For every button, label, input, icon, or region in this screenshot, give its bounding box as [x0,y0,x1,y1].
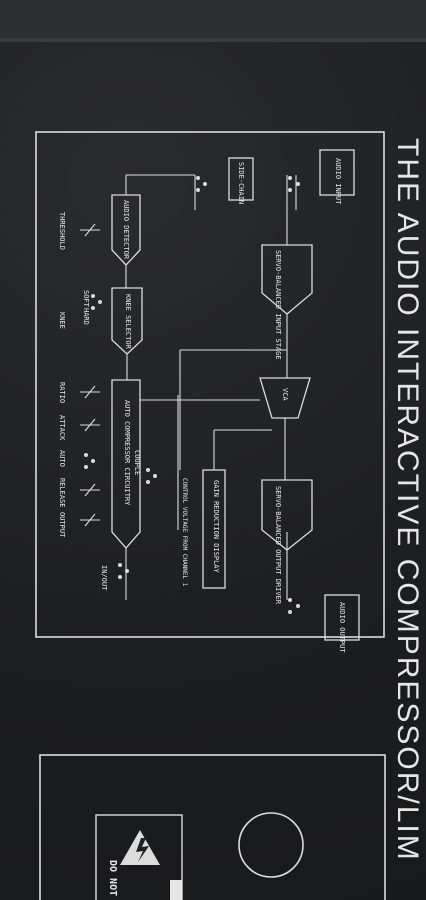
audio-output-box [324,594,360,641]
hard-label: HARD [82,308,90,325]
auto-compressor-block [111,379,141,549]
ratio-label: RATIO [58,382,66,403]
chassis-lip [0,38,426,42]
panel-header: THE AUDIO INTERACTIVE COMPRESSOR/LIM [391,138,424,862]
inout-label: IN/OUT [100,565,108,591]
control-labels: THRESHOLD KNEE SOFT HARD RATIO ATTACK AU… [58,212,188,591]
threshold-label: THRESHOLD [58,212,66,250]
servo-input-label: SERVO-BALANCED INPUT STAGE [274,250,282,360]
side-chain-box [228,157,254,201]
switch-contacts [84,176,300,614]
block-labels: AUDIO INPUT SIDE-CHAIN AUDIO DETECTOR SE… [122,158,346,653]
control-voltage-label: CONTROL VOLTAGE FROM CHANNEL 1 [181,478,188,587]
audio-output-label: AUDIO OUTPUT [338,602,346,653]
servo-output-block [261,479,313,551]
audio-detector-label: AUDIO DETECTOR [122,200,130,260]
auto-label: AUTO [58,450,66,467]
knob-hole [238,812,304,878]
lower-panel-border [39,754,386,900]
chassis-edge [0,0,426,40]
knee-selector-label: KNEE SELECTOR [124,294,132,350]
vca-label: VCA [281,388,289,401]
audio-input-box [319,149,355,196]
audio-input-label: AUDIO INPUT [334,158,342,205]
servo-input-block [261,244,313,315]
attack-label: ATTACK [58,415,66,441]
pot-arrows [80,223,100,527]
servo-output-label: SERVO-BALANCED OUTPUT DRIVER [274,486,282,605]
wiring [125,174,297,600]
lightning-bolt-icon [136,838,149,862]
diagram-border [35,131,385,638]
output-label: OUTPUT [58,512,66,538]
release-label: RELEASE [58,478,66,508]
gain-display-label: GAIN REDUCTION DISPLAY [212,480,220,574]
audio-detector-block [111,194,141,266]
soft-label: SOFT [82,290,90,308]
knee-label: KNEE [58,312,66,329]
warning-text: DO NOT E [107,860,118,900]
couple-label: COUPLE [133,450,141,475]
warning-side-block [170,880,182,900]
vca-block [259,377,311,419]
auto-comp-label: AUTO COMPRESSOR CIRCUITRY [123,400,131,506]
knee-selector-block [111,287,143,355]
side-chain-label: SIDE-CHAIN [237,162,245,204]
warning-label-border [95,814,183,900]
